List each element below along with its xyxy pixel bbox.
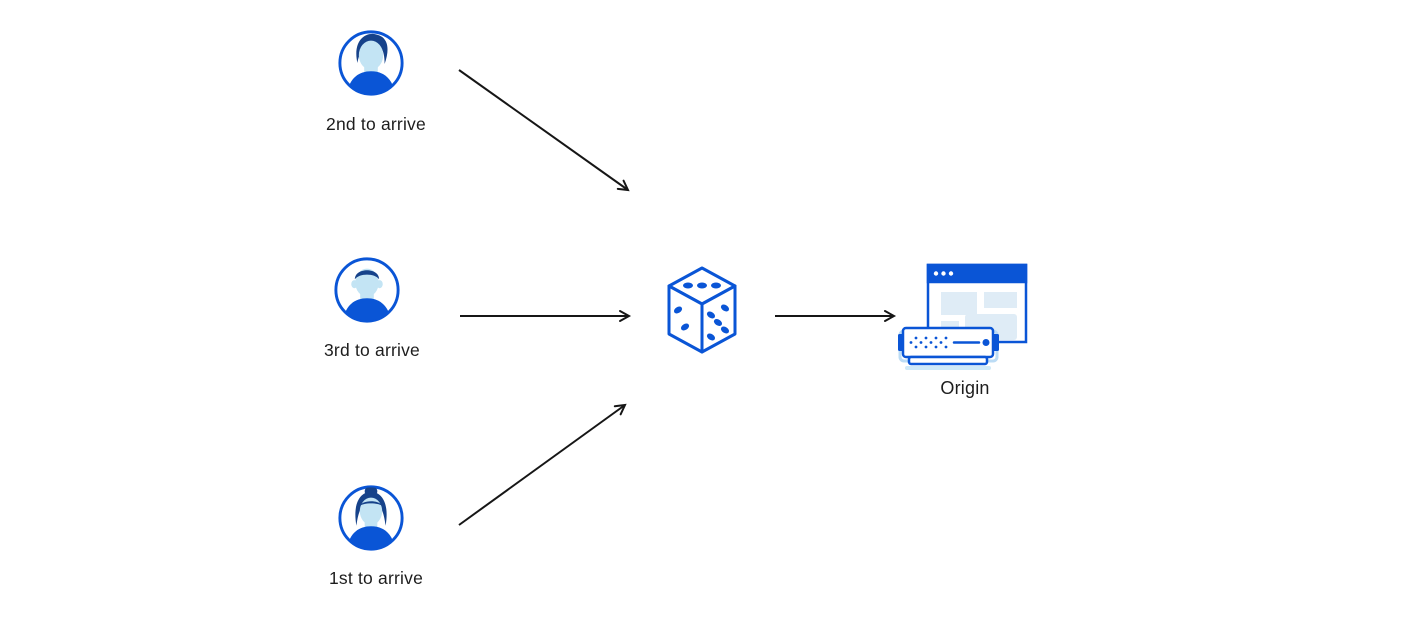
origin-label: Origin <box>940 378 990 398</box>
man-short-hair-avatar-icon <box>334 257 400 323</box>
visitor-third-label: 3rd to arrive <box>324 340 420 360</box>
origin-server-icon <box>898 263 1028 370</box>
man-avatar-icon <box>338 30 404 96</box>
visitor-second-label: 2nd to arrive <box>326 114 426 134</box>
visitor-first-label: 1st to arrive <box>328 568 424 588</box>
arrow-visitor-second-to-dice <box>458 69 630 192</box>
arrow-visitor-first-to-dice <box>458 403 627 526</box>
woman-avatar-icon <box>338 485 404 551</box>
dice-icon <box>667 266 737 354</box>
